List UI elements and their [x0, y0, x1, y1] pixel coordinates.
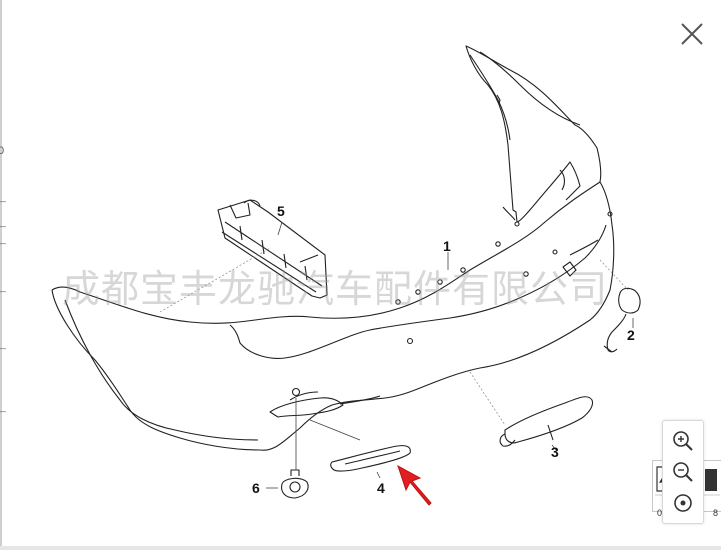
callout-3: 3 — [551, 444, 559, 460]
thumb-label-right: 8 — [713, 508, 719, 518]
side-reflector-part — [504, 396, 594, 444]
mounting-bracket — [217, 199, 328, 299]
lower-trim-strip — [330, 445, 411, 472]
edge-mark: — — [0, 408, 6, 416]
callout-5: 5 — [277, 203, 285, 219]
callout-1: 1 — [443, 238, 451, 254]
zoom-in-icon — [673, 431, 693, 451]
zoom-out-button[interactable] — [669, 458, 697, 486]
close-button[interactable] — [678, 20, 706, 48]
reset-zoom-button[interactable] — [669, 489, 697, 517]
edge-mark: 0 — [0, 145, 5, 157]
thumb-label-left: 0 — [657, 508, 663, 518]
bumper-cover — [51, 45, 602, 324]
zoom-out-icon — [673, 462, 693, 482]
callout-2: 2 — [627, 327, 635, 343]
viewer-left-edge — [0, 0, 2, 550]
callout-4: 4 — [377, 480, 385, 496]
callout-6: 6 — [252, 480, 260, 496]
edge-mark: — — [0, 223, 6, 231]
sensor-holder-part — [281, 477, 309, 499]
edge-mark: — — [0, 345, 6, 353]
close-icon — [681, 23, 703, 45]
highlight-arrow — [397, 464, 432, 506]
edge-mark: — — [0, 288, 6, 296]
viewer-bottom-edge — [0, 546, 721, 550]
edge-mark: — — [0, 240, 6, 248]
edge-mark: — — [0, 198, 6, 206]
zoom-controls — [662, 420, 704, 524]
parking-sensor-part — [618, 287, 641, 314]
zoom-in-button[interactable] — [669, 427, 697, 455]
reset-zoom-icon — [674, 494, 692, 512]
